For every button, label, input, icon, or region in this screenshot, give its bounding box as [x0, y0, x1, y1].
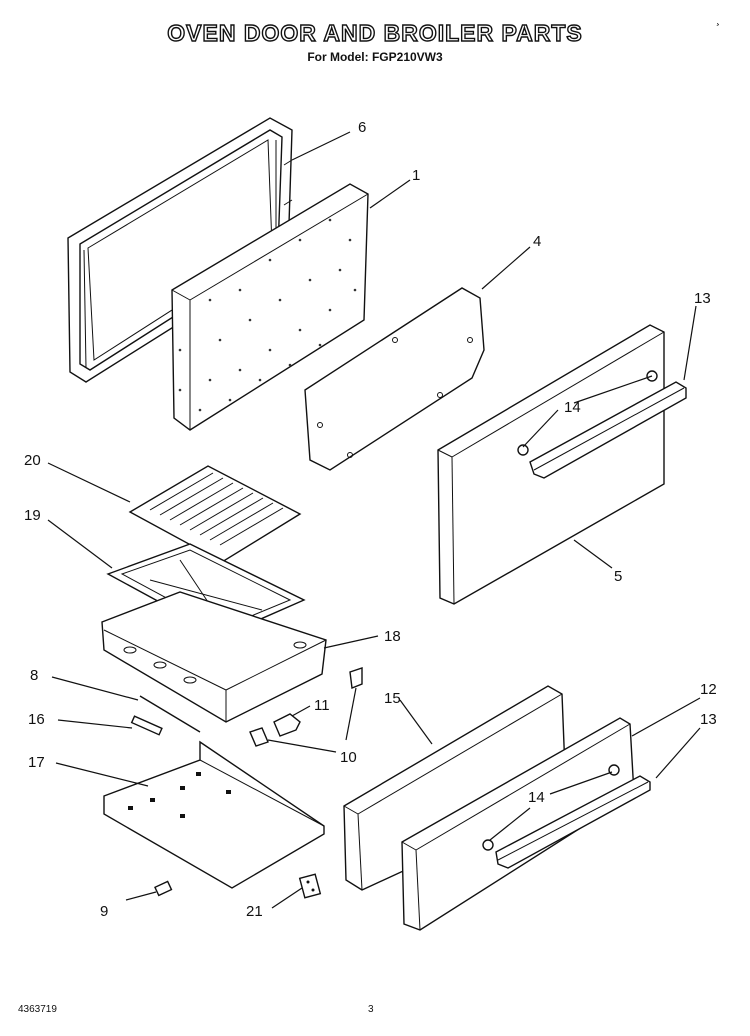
callout-11: 11: [314, 697, 330, 714]
page-title: OVEN DOOR AND BROILER PARTS: [167, 19, 583, 46]
part-20-broiler-grid: [128, 465, 302, 563]
callout-13-upper: 13: [694, 290, 711, 307]
part-6-door-frame: [67, 117, 293, 383]
callout-16: 16: [28, 711, 45, 728]
callout-8: 8: [30, 667, 38, 684]
callout-21: 21: [246, 903, 263, 920]
callout-17: 17: [28, 754, 45, 771]
callout-4: 4: [533, 233, 541, 250]
callout-5: 5: [614, 568, 622, 585]
callout-18: 18: [384, 628, 401, 645]
part-11-bracket: [273, 713, 301, 737]
part-21-bracket: [298, 873, 322, 899]
page-number: 3: [368, 1004, 374, 1015]
callout-13-lower: 13: [700, 711, 717, 728]
callout-10: 10: [340, 749, 357, 766]
callout-14-lower: 14: [528, 789, 545, 806]
leader-lines: [47, 131, 701, 909]
part-13-upper-handle: [529, 381, 687, 479]
part-9-fastener: [154, 880, 173, 897]
callout-12: 12: [700, 681, 717, 698]
document-number: 4363719: [18, 1004, 57, 1015]
part-4-inner-panel: [304, 287, 485, 471]
corner-mark: ¸: [716, 12, 720, 26]
callout-20: 20: [24, 452, 41, 469]
callout-6: 6: [358, 119, 366, 136]
model-subtitle: For Model: FGP210VW3: [307, 50, 443, 64]
part-1-insulation: [171, 183, 369, 431]
callout-1: 1: [412, 167, 420, 184]
callout-15: 15: [384, 690, 401, 707]
part-13-lower-handle: [495, 775, 651, 869]
part-18-broiler-drawer: [101, 591, 327, 723]
callout-14-upper: 14: [564, 399, 581, 416]
callout-19: 19: [24, 507, 41, 524]
callout-9: 9: [100, 903, 108, 920]
part-10-clip: [249, 667, 363, 747]
callout-labels: 6 1 4 13 14 5 20 19 18 8 11 16 10 17 15 …: [24, 119, 717, 920]
part-16-spring: [130, 715, 163, 736]
part-8-rod: [139, 695, 201, 733]
part-17-broiler-bottom: [103, 740, 325, 889]
